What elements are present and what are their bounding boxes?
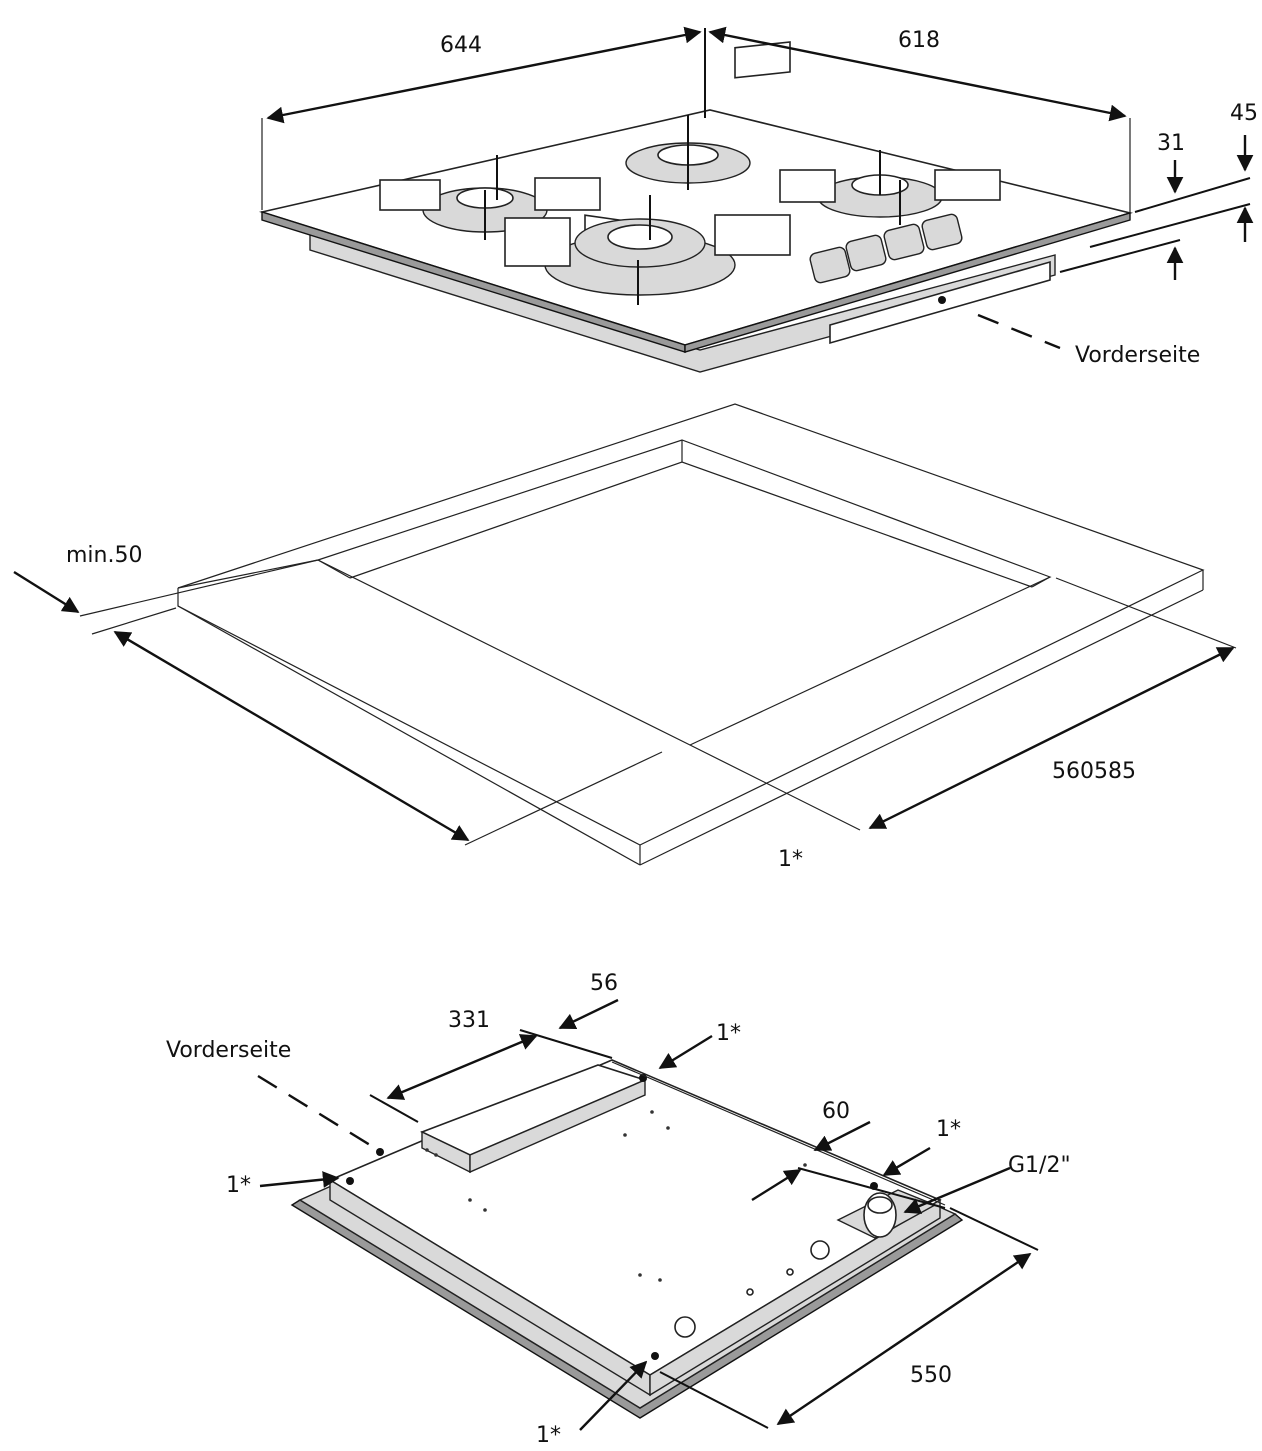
dim-line-550 [776, 1253, 1032, 1425]
dim-line-331 [386, 1034, 538, 1100]
dim-label-60: 60 [822, 1099, 850, 1124]
cutout-dimensions: min.50 560585 1* [13, 543, 1237, 872]
dim-line-644 [266, 26, 702, 124]
burner-right [779, 150, 1001, 225]
burner-front [504, 195, 791, 305]
dim-label-331: 331 [448, 1008, 490, 1033]
dim-label-644: 644 [440, 33, 482, 58]
hole-front [674, 1316, 696, 1338]
dim-label-31: 31 [1157, 131, 1185, 156]
note-label-bottom: 1* [536, 1423, 561, 1448]
worktop-drawing [177, 403, 1205, 866]
dim-label-56: 56 [590, 971, 618, 996]
control-knobs [809, 213, 963, 284]
hob-front-mark [938, 296, 946, 304]
underside-dimensions: Vorderseite 331 56 1* 60 1* G1/2" 1* 1* … [166, 971, 1071, 1448]
cutout-opening [317, 439, 1052, 746]
hob-dimensions: 644 618 31 45 Vorderseite [261, 26, 1258, 368]
gas-connection-label: G1/2" [1008, 1153, 1071, 1178]
note-label-top: 1* [716, 1021, 741, 1046]
front-indicator-dash-bottom [257, 1074, 371, 1147]
front-indicator-dash [977, 313, 1061, 350]
front-label-bottom: Vorderseite [166, 1038, 291, 1063]
dim-label-550: 550 [910, 1363, 952, 1388]
note-label-left: 1* [226, 1173, 251, 1198]
dim-label-618: 618 [898, 28, 940, 53]
hob-drawing [258, 41, 1134, 373]
note-label-right: 1* [936, 1117, 961, 1142]
underside-drawing [290, 1059, 964, 1419]
dim-line-cutout-left [113, 630, 470, 842]
dim-line-618 [708, 26, 1127, 122]
note-label-cutout: 1* [778, 847, 803, 872]
dim-label-min50: min.50 [66, 543, 142, 568]
dim-label-560585: 560585 [1052, 759, 1136, 784]
dim-label-45: 45 [1230, 101, 1258, 126]
front-label-top: Vorderseite [1075, 343, 1200, 368]
dim-line-cutout-right [868, 646, 1235, 830]
hob-glass-edge-right [684, 212, 1131, 353]
hole-right [810, 1240, 830, 1260]
hob-casing [309, 229, 1056, 373]
